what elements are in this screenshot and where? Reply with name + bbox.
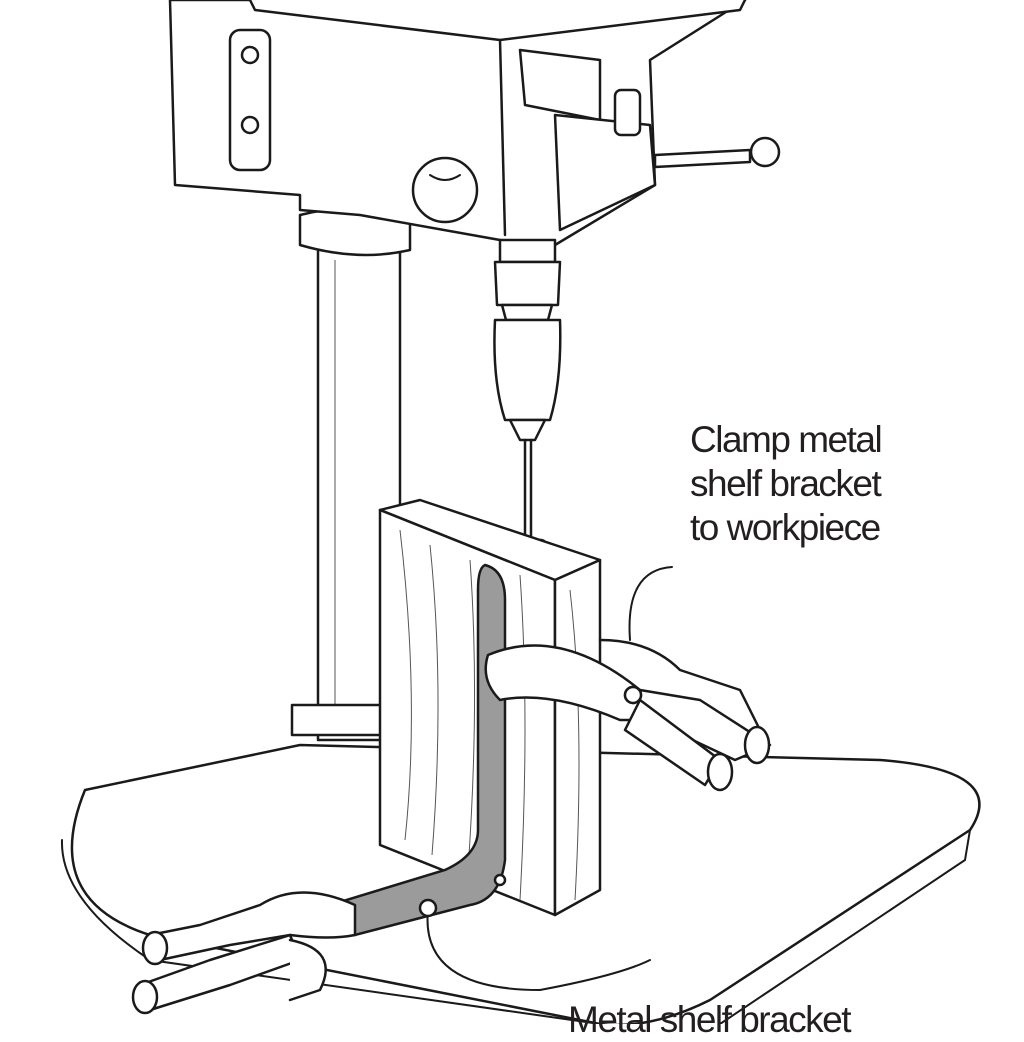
spring-clamp-upper [484, 638, 772, 792]
clamp-instruction-line-1: Clamp metal [690, 419, 883, 460]
clamp-instruction-label: Clamp metal shelf bracket to workpiece [690, 418, 883, 550]
metal-shelf-bracket-label: Metal shelf bracket [568, 999, 852, 1040]
drill-chuck [493, 238, 562, 558]
callout-dot-bracket [418, 898, 438, 918]
callout-leader-bracket [426, 909, 651, 992]
drill-press-column [290, 207, 412, 742]
drill-press-head [168, 0, 781, 247]
spring-clamp-lower [131, 891, 357, 1015]
clamp-instruction-line-3: to workpiece [690, 507, 881, 548]
clamp-instruction-line-2: shelf bracket [690, 463, 882, 504]
callout-dot-clamp [623, 685, 643, 705]
callout-leader-clamp [628, 566, 673, 641]
